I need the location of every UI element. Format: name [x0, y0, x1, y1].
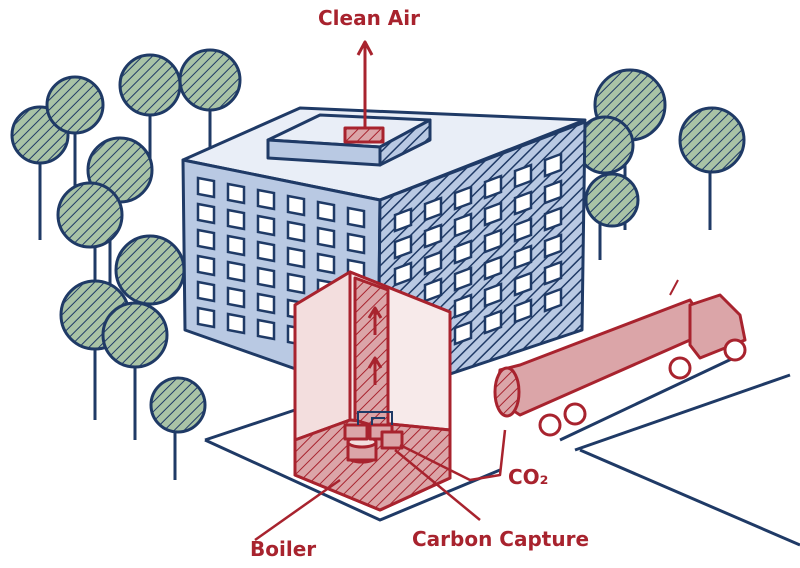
window — [256, 214, 276, 237]
pipes — [357, 411, 393, 425]
window — [226, 182, 246, 205]
tanker-truck — [493, 279, 747, 437]
label-co2: CO₂ — [508, 465, 549, 489]
window — [423, 250, 443, 276]
window — [346, 232, 366, 255]
window — [453, 266, 473, 292]
window — [226, 208, 246, 231]
window — [423, 196, 443, 222]
window — [256, 266, 276, 289]
window — [513, 163, 533, 189]
window — [196, 280, 216, 303]
label-clean-air: Clean Air — [318, 6, 420, 30]
trees-left — [10, 48, 242, 480]
window — [513, 190, 533, 216]
windows-side — [393, 152, 563, 346]
window — [543, 152, 563, 178]
window — [286, 246, 306, 269]
window — [316, 200, 336, 223]
window — [513, 298, 533, 324]
trees-right — [575, 68, 746, 260]
window — [483, 174, 503, 200]
window — [543, 233, 563, 259]
window — [286, 220, 306, 243]
windows-front — [196, 176, 366, 347]
window — [226, 312, 246, 335]
window — [226, 286, 246, 309]
window — [543, 179, 563, 205]
window — [196, 306, 216, 329]
window — [346, 206, 366, 229]
window — [393, 234, 413, 260]
window — [286, 194, 306, 217]
window — [483, 255, 503, 281]
window — [196, 202, 216, 225]
window — [256, 318, 276, 341]
window — [543, 287, 563, 313]
window — [196, 254, 216, 277]
window — [453, 239, 473, 265]
window — [453, 185, 473, 211]
window — [256, 240, 276, 263]
window — [316, 252, 336, 275]
window — [286, 272, 306, 295]
window — [513, 244, 533, 270]
cutaway — [254, 40, 507, 542]
window — [423, 277, 443, 303]
window — [393, 261, 413, 287]
window — [513, 271, 533, 297]
window — [256, 292, 276, 315]
window — [453, 320, 473, 346]
window — [543, 260, 563, 286]
label-carbon-capture: Carbon Capture — [412, 527, 590, 551]
label-boiler: Boiler — [250, 537, 317, 561]
window — [226, 234, 246, 257]
window — [393, 207, 413, 233]
window — [483, 282, 503, 308]
window — [256, 188, 276, 211]
window — [483, 228, 503, 254]
ground — [204, 353, 800, 547]
window — [453, 212, 473, 238]
window — [226, 260, 246, 283]
window — [513, 217, 533, 243]
window — [483, 309, 503, 335]
window — [196, 228, 216, 251]
window — [316, 226, 336, 249]
window — [543, 206, 563, 232]
window — [423, 223, 443, 249]
window — [483, 201, 503, 227]
window — [453, 293, 473, 319]
window — [196, 176, 216, 199]
flue-stack — [353, 276, 390, 432]
